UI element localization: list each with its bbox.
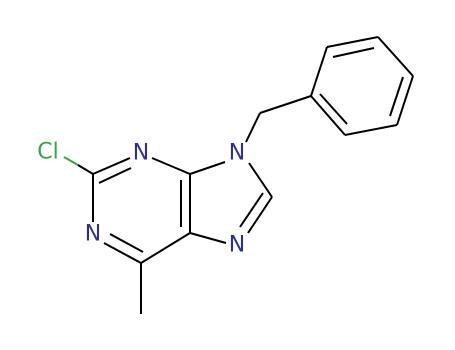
bond-c2-cl-carbon-half xyxy=(77,164,94,175)
bond-phenyl-5 xyxy=(344,124,398,136)
bond-c2-cl-chlorine-half xyxy=(63,156,79,166)
bond-c5-n7 xyxy=(189,232,227,244)
bond-c2-n3 xyxy=(92,157,131,175)
bond-c8-n9 xyxy=(248,162,273,198)
bond-n7-c8 xyxy=(247,196,273,234)
bond-phenyl-double-2 xyxy=(389,76,404,117)
bond-n1-c6-second xyxy=(109,233,144,253)
bond-n9-ch2 xyxy=(245,112,261,143)
bond-phenyl-6 xyxy=(310,95,346,136)
atom-label-layer: Cl N N N N xyxy=(37,140,245,258)
bond-phenyl-2 xyxy=(326,36,379,48)
bond-c6-c5 xyxy=(140,232,191,264)
bond-layer xyxy=(63,36,414,314)
bond-n7-c8-second xyxy=(239,192,264,228)
bond-n3-c4 xyxy=(151,157,191,175)
bond-n1-c6 xyxy=(103,242,142,264)
bond-c4-n9 xyxy=(189,161,226,175)
bond-ch2-phenyl xyxy=(259,95,312,114)
bond-c2-n3-second xyxy=(98,167,132,184)
bond-phenyl-3 xyxy=(377,36,414,77)
bond-phenyl-double-1 xyxy=(332,47,375,58)
bond-phenyl-double-3 xyxy=(319,93,348,125)
nitrogen-atom-label-n1: N xyxy=(85,222,101,247)
nitrogen-atom-label-n9: N xyxy=(229,141,245,166)
chlorine-atom-label: Cl xyxy=(37,140,58,165)
nitrogen-atom-label-n3: N xyxy=(133,141,149,166)
bond-phenyl-1 xyxy=(310,46,328,97)
nitrogen-atom-label-n7: N xyxy=(229,233,245,258)
bond-phenyl-4 xyxy=(396,75,414,126)
